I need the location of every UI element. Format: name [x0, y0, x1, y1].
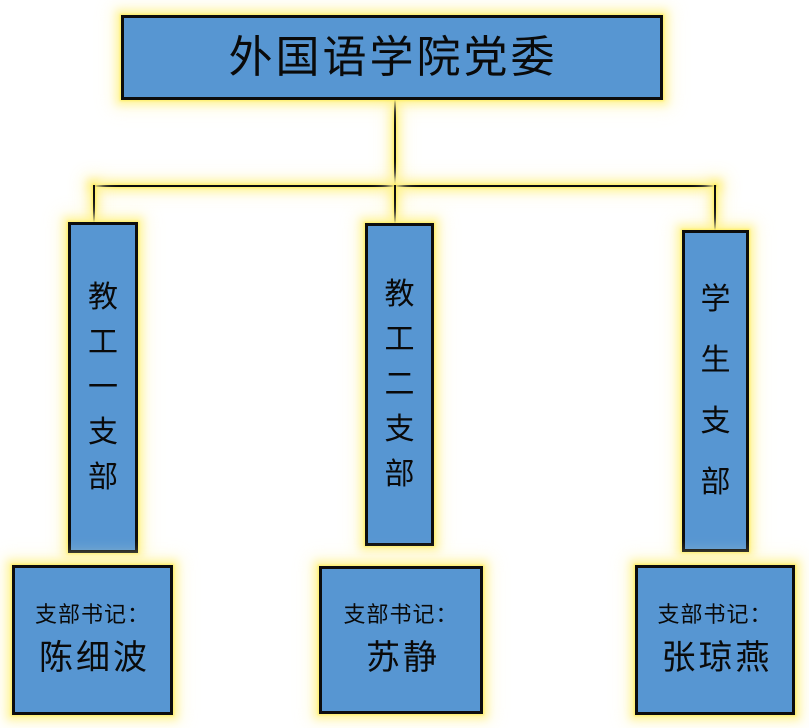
branch-label-char: 生	[700, 343, 731, 377]
connector-drop-middle	[394, 185, 396, 225]
branch-label: 学生支部	[700, 282, 731, 499]
branch-label: 教工二支部	[384, 277, 415, 491]
branch-label-char: 部	[384, 457, 415, 491]
secretary-name: 张琼燕	[661, 640, 773, 677]
branch-label-char: 一	[88, 370, 118, 404]
secretary-name: 苏静	[366, 640, 440, 677]
root-box: 外国语学院党委	[121, 15, 663, 100]
branch-label-char: 部	[88, 460, 118, 494]
secretary-box-2: 支部书记： 苏静	[319, 566, 483, 714]
branch-label-char: 支	[88, 415, 118, 449]
secretary-label: 支部书记：	[34, 602, 150, 627]
branch-label-char: 二	[384, 367, 415, 401]
secretary-box-3: 支部书记： 张琼燕	[635, 565, 795, 715]
branch-label-char: 工	[384, 322, 415, 356]
branch-box-student: 学生支部	[682, 230, 749, 552]
secretary-box-1: 支部书记： 陈细波	[12, 565, 173, 715]
branch-box-faculty-2: 教工二支部	[365, 223, 434, 546]
branch-label-char: 教	[384, 277, 415, 311]
connector-trunk	[394, 98, 396, 188]
connector-drop-left	[93, 185, 95, 224]
connector-drop-right	[714, 185, 716, 232]
root-title: 外国语学院党委	[228, 32, 558, 82]
branch-box-faculty-1: 教工一支部	[68, 222, 138, 553]
branch-label-char: 教	[88, 280, 118, 314]
branch-label: 教工一支部	[88, 280, 118, 494]
secretary-label: 支部书记：	[657, 602, 773, 627]
connector-horizontal-bar	[93, 185, 717, 187]
branch-label-char: 学	[700, 282, 731, 316]
secretary-label: 支部书记：	[343, 602, 459, 627]
branch-label-char: 部	[700, 465, 731, 499]
branch-label-char: 支	[384, 412, 415, 446]
branch-label-char: 工	[88, 325, 118, 359]
branch-label-char: 支	[700, 404, 731, 438]
secretary-name: 陈细波	[39, 640, 150, 677]
